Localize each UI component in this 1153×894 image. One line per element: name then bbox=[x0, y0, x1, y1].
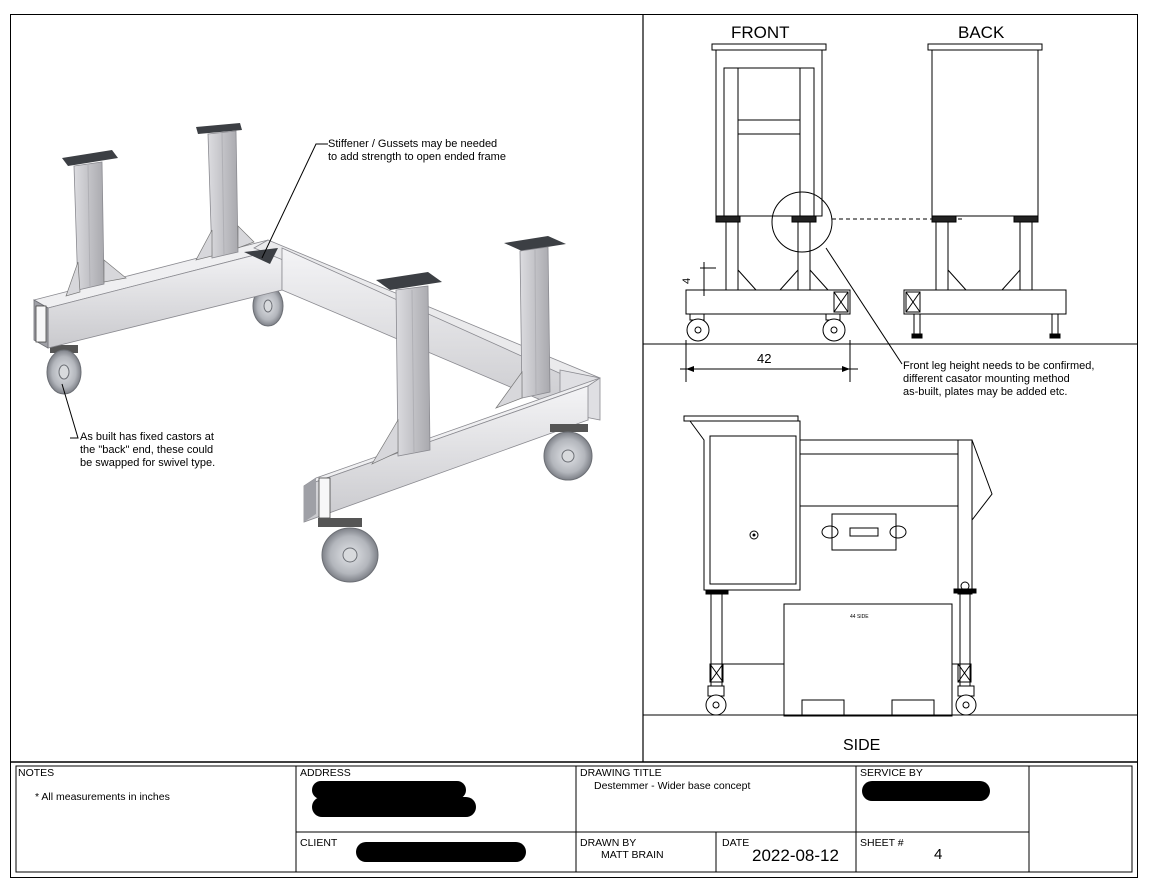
gusset-junction bbox=[244, 248, 278, 264]
sheet-label: SHEET # bbox=[860, 837, 904, 849]
castor-front-left bbox=[318, 518, 379, 583]
sheet-number-value: 4 bbox=[934, 846, 943, 863]
side-view bbox=[683, 415, 993, 717]
side-box-label: 44 SIDE bbox=[850, 614, 869, 620]
back-view-label: BACK bbox=[958, 23, 1005, 42]
castor-back-left bbox=[46, 345, 82, 395]
client-redaction bbox=[356, 842, 526, 862]
leader-stiffener bbox=[261, 143, 328, 259]
post-front-right bbox=[495, 236, 566, 409]
client-label: CLIENT bbox=[300, 837, 338, 849]
post-back-middle bbox=[195, 123, 255, 261]
drawn-by-label: DRAWN BY bbox=[580, 837, 637, 849]
front-view-label: FRONT bbox=[731, 23, 790, 42]
back-view bbox=[903, 43, 1067, 339]
isometric-frame-view bbox=[32, 123, 601, 583]
notes-label: NOTES bbox=[18, 767, 55, 779]
address-label: ADDRESS bbox=[300, 767, 351, 779]
dimension-width-label: 42 bbox=[757, 351, 772, 366]
front-view bbox=[680, 43, 962, 382]
service-by-label: SERVICE BY bbox=[860, 767, 923, 779]
sheet-border bbox=[10, 14, 1138, 878]
leader-castors bbox=[61, 383, 79, 439]
callout-front-leg: Front leg height needs to be confirmed, … bbox=[903, 360, 1095, 398]
dimension-height-label: 4 bbox=[681, 277, 693, 284]
drawing-title-value: Destemmer - Wider base concept bbox=[594, 780, 751, 792]
post-front-left bbox=[371, 272, 442, 465]
date-label: DATE bbox=[722, 837, 750, 849]
callout-stiffener: Stiffener / Gussets may be needed to add… bbox=[328, 138, 506, 163]
address-redaction-line-1 bbox=[312, 781, 466, 799]
drawing-title-label: DRAWING TITLE bbox=[580, 767, 662, 779]
date-value: 2022-08-12 bbox=[752, 846, 839, 865]
drawn-by-value: MATT BRAIN bbox=[601, 849, 664, 861]
callout-castors: As built has fixed castors at the "back"… bbox=[80, 431, 216, 469]
service-by-redaction bbox=[862, 781, 990, 801]
address-redaction-line-2 bbox=[312, 797, 476, 817]
notes-text: * All measurements in inches bbox=[35, 791, 170, 803]
side-view-label: SIDE bbox=[843, 737, 881, 754]
post-back-left bbox=[62, 150, 127, 297]
castor-front-right bbox=[543, 424, 593, 481]
title-block-grid bbox=[15, 765, 1133, 873]
